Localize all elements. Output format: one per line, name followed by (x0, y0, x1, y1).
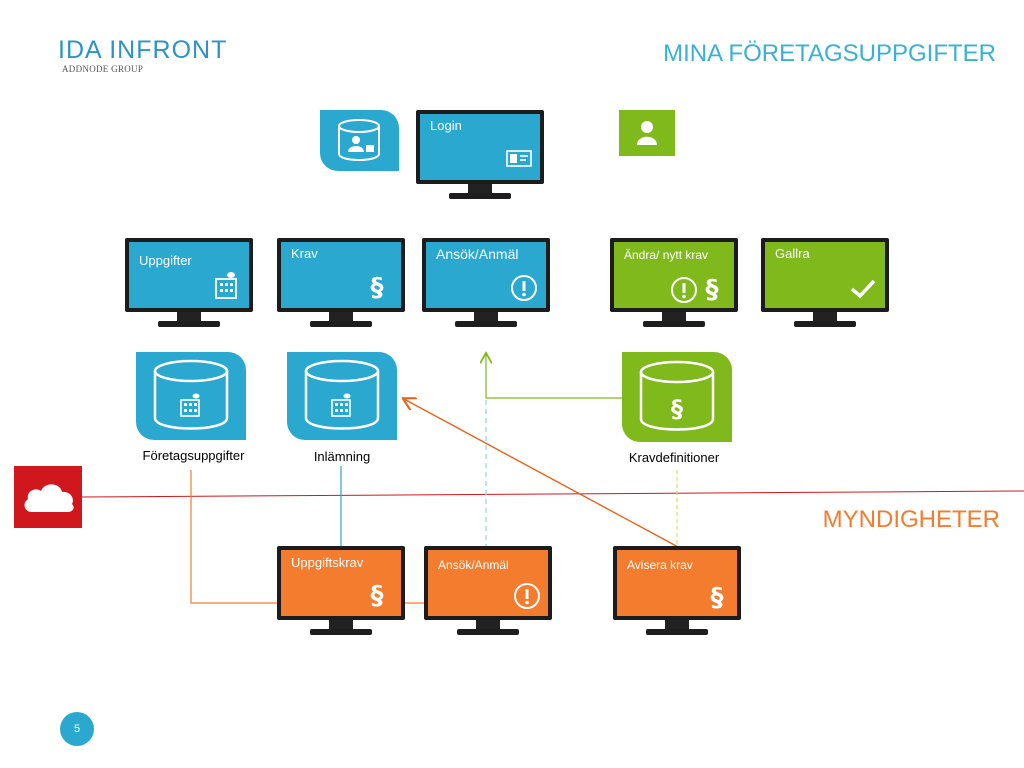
authority-boundary-line (81, 490, 1024, 498)
database-building-icon (153, 359, 229, 430)
company-logo: IDA INFRONT (58, 36, 228, 64)
user-tile[interactable] (619, 110, 675, 156)
ansok-monitor-top[interactable]: Ansök/Anmäl (422, 238, 550, 330)
uppgifter-monitor[interactable]: Uppgifter (125, 238, 253, 330)
paragraph-icon: § (371, 273, 384, 302)
svg-text:§: § (706, 275, 719, 304)
cloud-icon (24, 484, 74, 512)
svg-text:§: § (371, 581, 384, 610)
link-foretag-uppgiftskrav (190, 470, 280, 604)
page-title: MINA FÖRETAGSUPPGIFTER (663, 40, 996, 67)
section-label-myndigheter: MYNDIGHETER (822, 506, 1000, 533)
exclamation-icon (514, 583, 540, 609)
paragraph-icon: § (371, 581, 384, 610)
monitor-label: Gallra (775, 246, 810, 261)
avisera-monitor[interactable]: Avisera krav § (613, 546, 741, 638)
database-paragraph-icon: § (639, 360, 715, 431)
svg-text:§: § (711, 583, 724, 612)
link-avisera-inlamning (404, 399, 681, 549)
monitor-label: Ändra/ nytt krav (624, 248, 709, 262)
monitor-label: Uppgifter (139, 253, 192, 268)
database-building-icon (304, 359, 380, 430)
krav-monitor[interactable]: Krav § (277, 238, 405, 330)
exclamation-icon (511, 275, 537, 301)
svg-text:§: § (371, 273, 384, 302)
paragraph-icon: § (711, 583, 724, 612)
ansok-monitor-bottom[interactable]: Ansök/Anmäl (424, 546, 552, 638)
andra-monitor[interactable]: Ändra/ nytt krav § (610, 238, 738, 330)
svg-text:§: § (671, 395, 683, 423)
login-database-tile[interactable] (320, 110, 399, 171)
login-monitor[interactable]: Login (416, 110, 544, 202)
cloud-tile[interactable] (14, 466, 82, 528)
gallra-monitor[interactable]: Gallra (761, 238, 889, 330)
user-icon (637, 121, 657, 145)
monitor-label: Ansök/Anmäl (436, 246, 519, 262)
database-caption: Företagsuppgifter (142, 448, 245, 463)
database-caption: Inlämning (313, 449, 371, 464)
exclamation-icon (671, 277, 697, 303)
page-number-badge: 5 (60, 712, 94, 746)
inlamning-database-tile[interactable] (287, 352, 397, 440)
monitor-label: Uppgiftskrav (291, 555, 364, 570)
monitor-label: Login (430, 118, 462, 133)
monitor-label: Avisera krav (627, 558, 693, 572)
link-kravdef-ansok (486, 354, 622, 399)
building-icon (215, 272, 237, 299)
kravdef-database-tile[interactable]: § (622, 352, 732, 442)
company-logo-sub: ADDNODE GROUP (62, 64, 144, 74)
id-card-icon (506, 150, 532, 167)
database-caption: Kravdefinitioner (628, 450, 720, 465)
user-database-icon (338, 119, 380, 161)
uppgiftskrav-monitor[interactable]: Uppgiftskrav § (277, 546, 405, 638)
check-icon (850, 279, 876, 299)
monitor-label: Ansök/Anmäl (438, 558, 509, 572)
monitor-label: Krav (291, 246, 318, 261)
foretag-database-tile[interactable] (136, 352, 246, 440)
paragraph-icon: § (706, 275, 719, 304)
